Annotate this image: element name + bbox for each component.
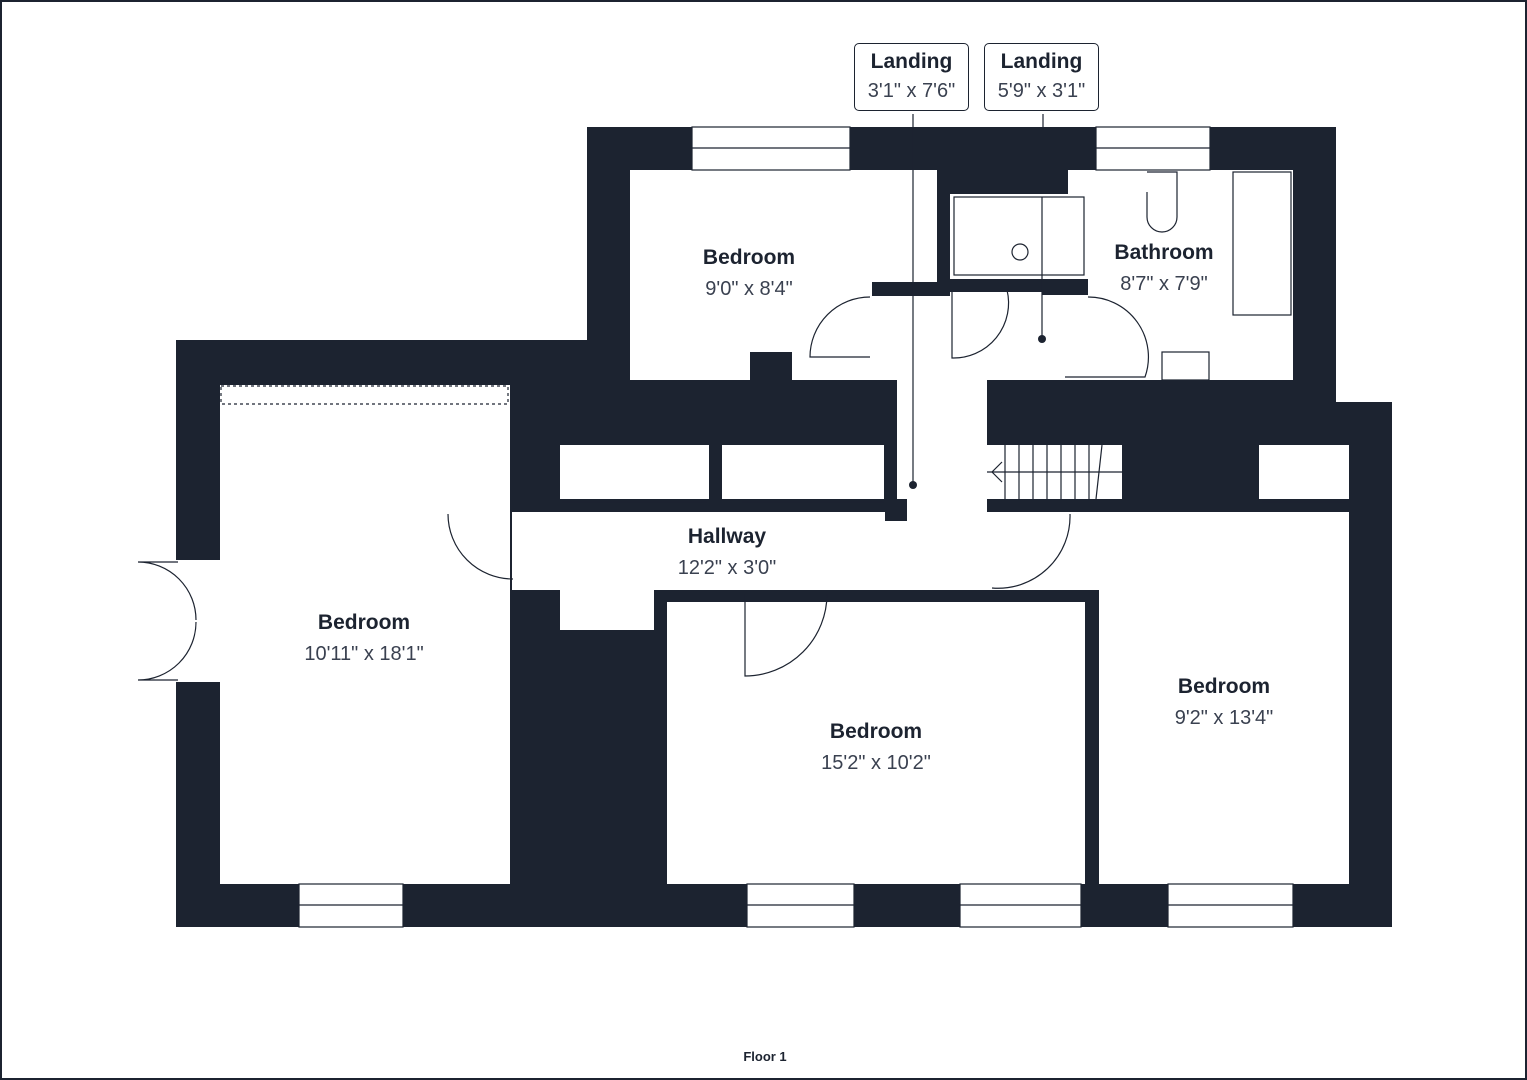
room-name: Bathroom — [1114, 241, 1214, 264]
room-name: Hallway — [687, 525, 767, 548]
room-name: Bedroom — [317, 611, 411, 634]
room-size: 12'2" x 3'0" — [677, 557, 777, 579]
room-label-bedroom-middle: Bedroom 15'2" x 10'2" — [821, 720, 931, 775]
room-name: Bedroom — [702, 246, 796, 269]
room-name: Bedroom — [1177, 675, 1271, 698]
room-size: 3'1" x 7'6" — [867, 80, 956, 102]
room-size: 10'11" x 18'1" — [304, 643, 424, 665]
room-floors — [176, 170, 1349, 884]
room-label-landing-1: Landing 3'1" x 7'6" — [854, 43, 969, 111]
room-label-bedroom-right: Bedroom 9'2" x 13'4" — [1175, 675, 1274, 730]
fixtures — [137, 114, 1347, 681]
room-label-landing-2: Landing 5'9" x 3'1" — [984, 43, 1099, 111]
room-label-bathroom: Bathroom 8'7" x 7'9" — [1114, 241, 1213, 296]
room-size: 5'9" x 3'1" — [997, 80, 1086, 102]
room-size: 9'0" x 8'4" — [705, 278, 793, 300]
chimney — [750, 279, 1088, 380]
windows — [298, 126, 1294, 928]
room-size: 9'2" x 13'4" — [1174, 707, 1274, 729]
room-label-hallway: Hallway 12'2" x 3'0" — [678, 525, 777, 580]
room-name: Landing — [870, 50, 953, 73]
room-label-bedroom-left: Bedroom 10'11" x 18'1" — [304, 611, 423, 666]
room-name: Bedroom — [829, 720, 923, 743]
room-size: 8'7" x 7'9" — [1120, 273, 1208, 295]
room-size: 15'2" x 10'2" — [821, 752, 931, 774]
light-points — [709, 335, 1259, 521]
room-name: Landing — [1000, 50, 1083, 73]
floor-label: Floor 1 — [743, 1049, 787, 1064]
room-label-bedroom-top: Bedroom 9'0" x 8'4" — [703, 246, 795, 301]
